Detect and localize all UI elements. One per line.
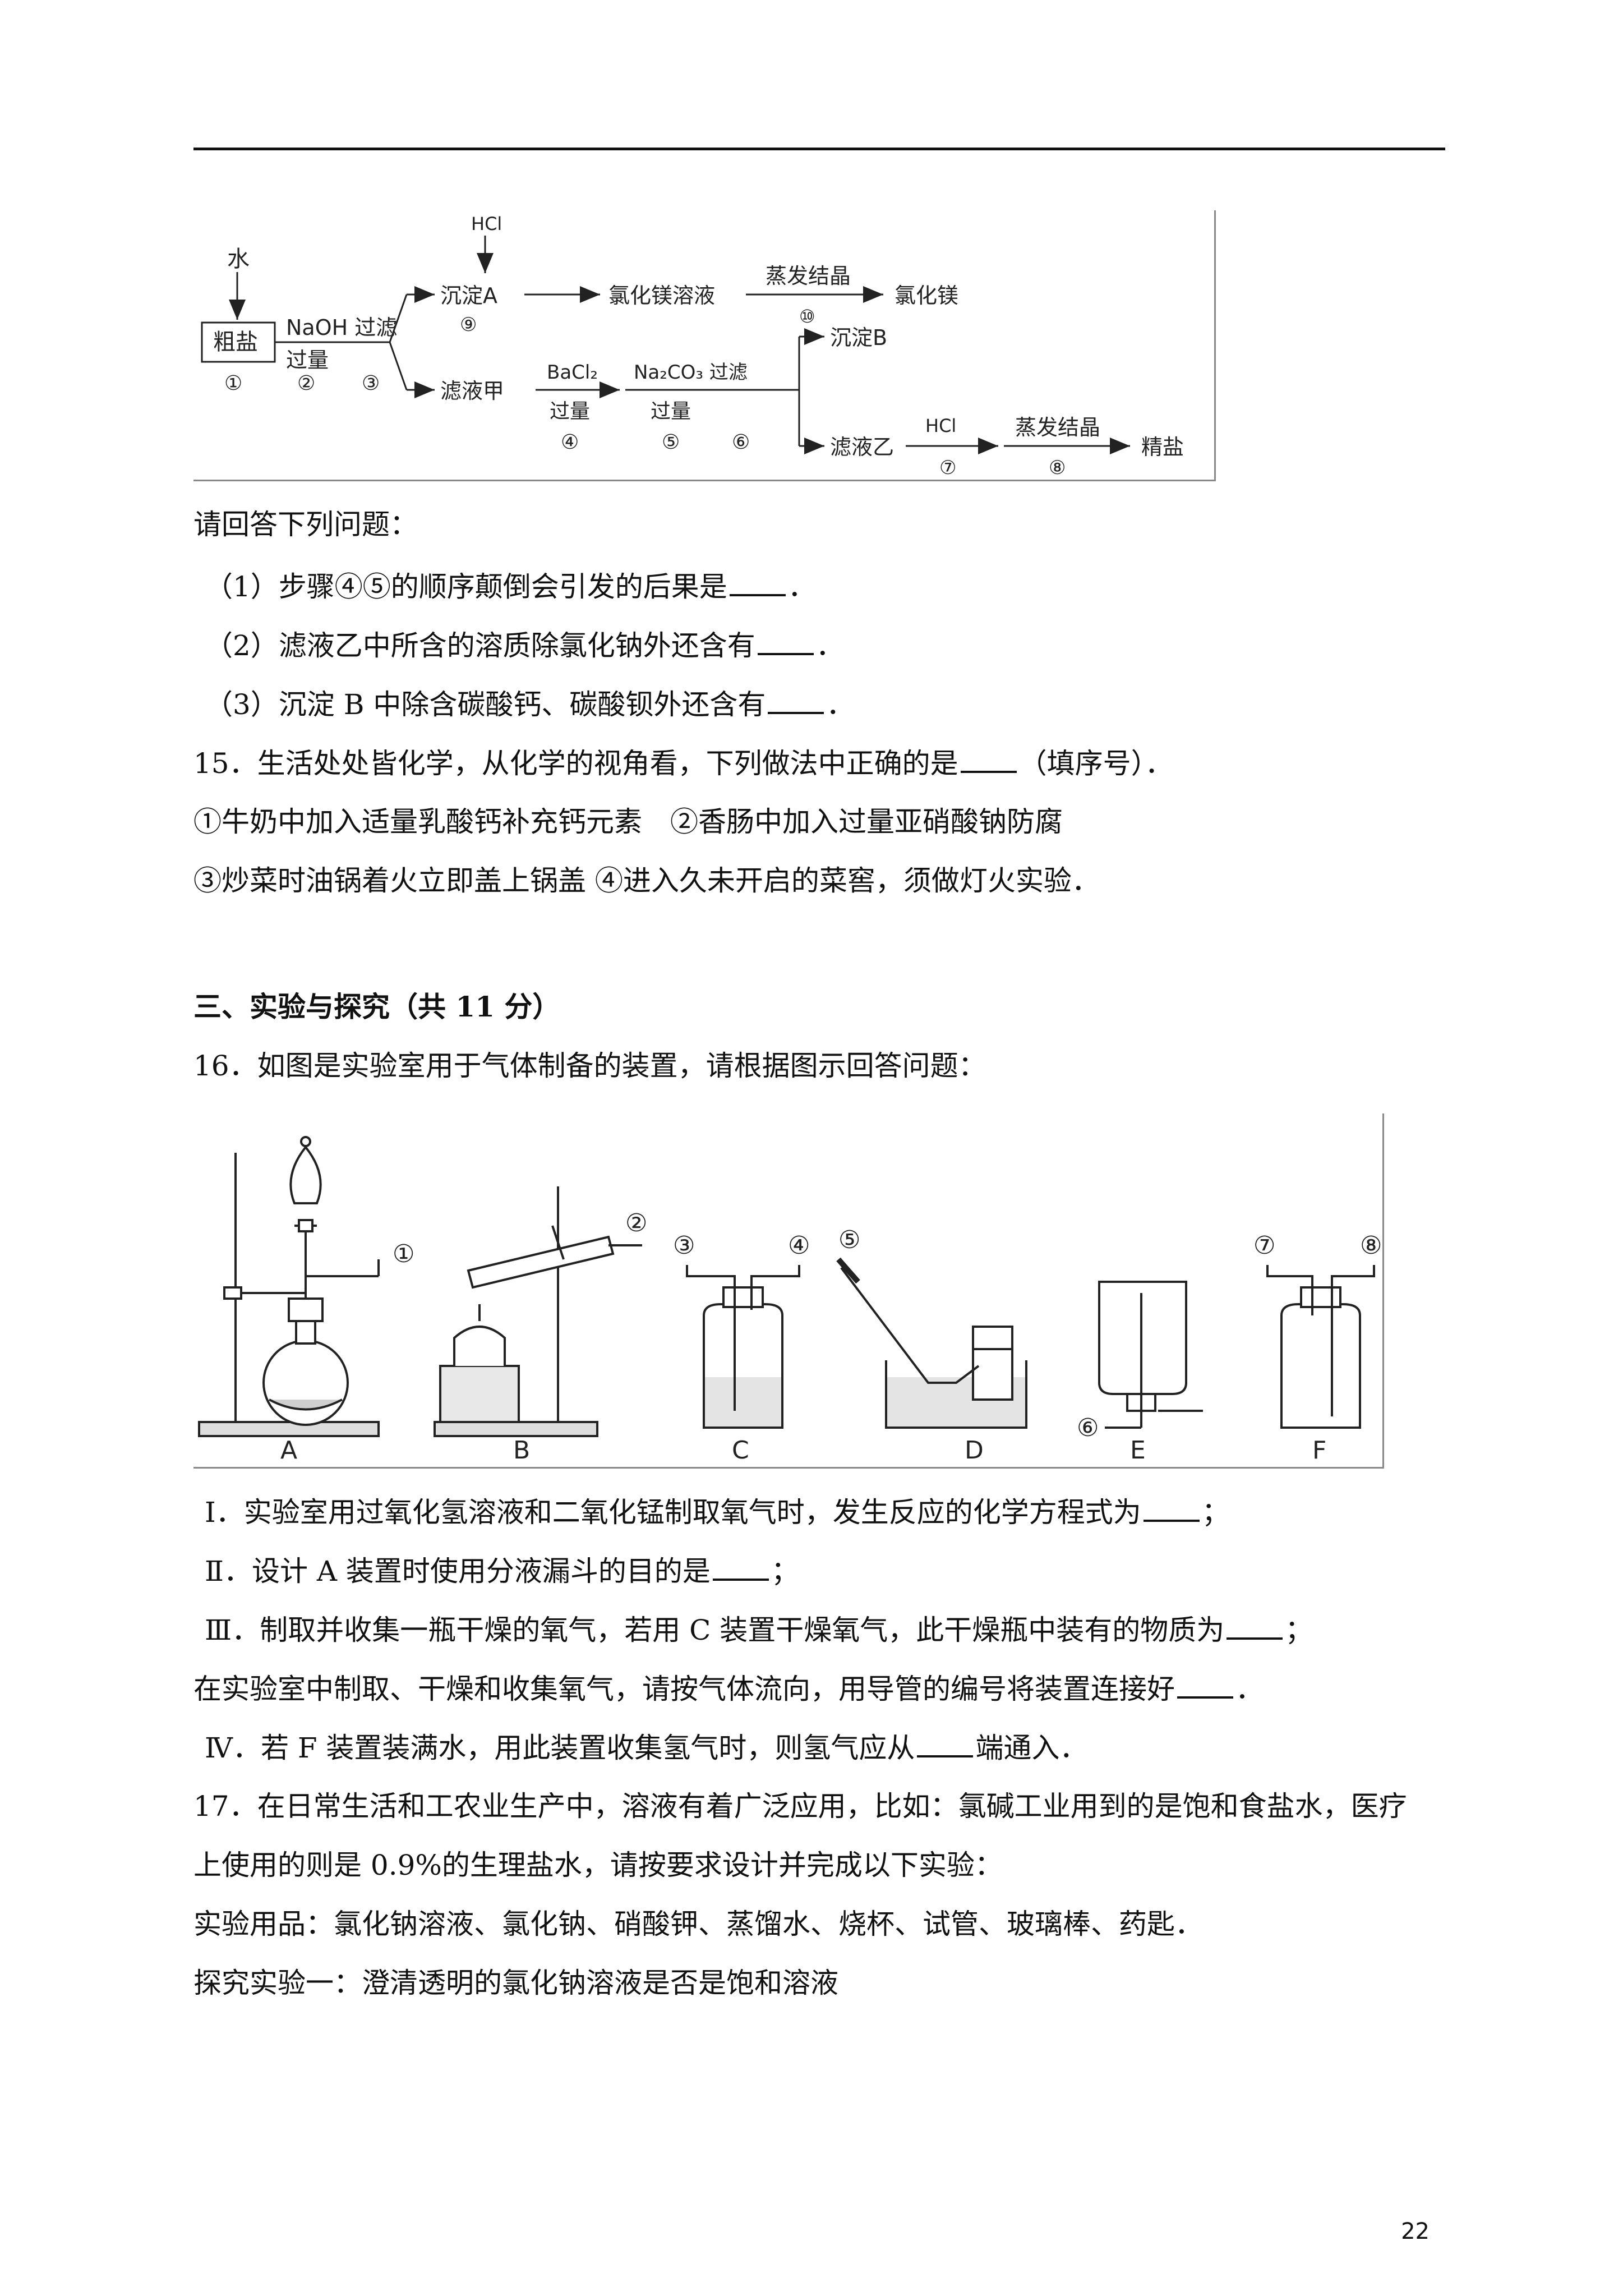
tube-label-3: ③ [673,1231,695,1260]
header-rule [193,148,1445,150]
precip-a-label: 沉淀A [440,283,497,308]
step-9: ⑨ [460,314,477,336]
question-16-iv: Ⅳ．若 F 装置装满水，用此装置收集氢气时，则氢气应从端通入． [205,1731,1088,1764]
apparatus-label-c: C [732,1436,749,1465]
question-16-iii: Ⅲ．制取并收集一瓶干燥的氧气，若用 C 装置干燥氧气，此干燥瓶中装有的物质为； [205,1613,1313,1646]
step-6: ⑥ [732,431,750,454]
answer-blank[interactable] [712,1554,769,1581]
apparatus-label-b: B [513,1436,530,1465]
question-16-i: Ⅰ．实验室用过氧化氢溶液和二氧化锰制取氧气时，发生反应的化学方程式为； [205,1495,1230,1529]
tube-label-5: ⑤ [838,1226,860,1254]
apparatus-label-a: A [280,1436,297,1465]
excess-label-2: 过量 [550,400,590,423]
tube-label-7: ⑦ [1253,1231,1275,1260]
answer-blank[interactable] [729,569,786,596]
apparatus-d [836,1257,1027,1429]
step-10: ⑩ [799,306,815,327]
experiment-materials: 实验用品：氯化钠溶液、氯化钠、硝酸钾、蒸馏水、烧杯、试管、玻璃棒、药匙． [193,1908,1203,1940]
hcl-label-bottom: HCl [925,415,956,436]
prompt-line: 请回答下列问题： [193,508,418,541]
water-label: 水 [227,246,250,272]
question-16-iii-b: 在实验室中制取、干燥和收集氧气，请按气体流向，用导管的编号将装置连接好． [193,1672,1264,1705]
tube-label-1: ① [393,1240,414,1268]
answer-blank[interactable] [757,628,814,655]
excess-label-1: 过量 [286,348,329,372]
question-15-options-1: ①牛奶中加入适量乳酸钙补充钙元素 ②香肠中加入过量亚硝酸钠防腐 [193,806,1063,838]
apparatus-label-e: E [1130,1436,1146,1465]
hcl-label-top: HCl [471,213,502,234]
step-5: ⑤ [662,431,680,454]
step-1: ① [224,372,242,395]
question-1: （1）步骤④⑤的顺序颠倒会引发的后果是． [205,569,816,603]
question-17-line-2: 上使用的则是 0.9%的生理盐水，请按要求设计并完成以下实验： [193,1849,1003,1881]
answer-blank[interactable] [1143,1495,1200,1522]
step-8: ⑧ [1049,457,1066,479]
explore-experiment-1: 探究实验一：澄清透明的氯化钠溶液是否是饱和溶液 [193,1967,838,1999]
mgcl2-label: 氯化镁 [895,283,958,308]
question-3: （3）沉淀 B 中除含碳酸钙、碳酸钡外还含有． [205,687,855,721]
apparatus-a [198,1136,380,1437]
apparatus-f [1266,1265,1375,1429]
apparatus-c [686,1265,800,1429]
na2co3-filter-label: Na₂CO₃ 过滤 [634,361,748,384]
gas-apparatus-figure: A ① B ② C ③ ④ D ⑤ [193,1114,1384,1469]
answer-blank[interactable] [1227,1613,1283,1640]
question-16-ii: Ⅱ．设计 A 装置时使用分液漏斗的目的是； [205,1554,799,1588]
question-15-options-2: ③炒菜时油锅着火立即盖上锅盖 ④进入久未开启的菜窖，须做灯火实验． [193,864,1100,897]
mgcl2-solution-label: 氯化镁溶液 [608,283,715,308]
crude-salt-label: 粗盐 [213,329,258,355]
tube-label-6: ⑥ [1077,1414,1099,1442]
refined-salt-label: 精盐 [1141,435,1184,459]
step-3: ③ [362,372,380,395]
question-2: （2）滤液乙中所含的溶质除氯化钠外还含有． [205,628,844,662]
question-16: 16．如图是实验室用于气体制备的装置，请根据图示回答问题： [193,1050,986,1082]
naoh-filter-label: NaOH 过滤 [286,315,397,340]
filtrate-yi-label: 滤液乙 [830,435,894,459]
question-17-line-1: 17．在日常生活和工农业生产中，溶液有着广泛应用，比如：氯碱工业用到的是饱和食盐… [193,1790,1407,1823]
answer-blank[interactable] [960,746,1017,773]
step-2: ② [297,372,315,395]
question-15: 15．生活处处皆化学，从化学的视角看，下列做法中正确的是（填序号）． [193,746,1173,780]
tube-label-4: ④ [788,1231,810,1260]
apparatus-b [434,1186,642,1437]
apparatus-label-f: F [1312,1436,1326,1465]
section-3-heading: 三、实验与探究（共 11 分） [193,990,561,1023]
bacl2-label: BaCl₂ [547,361,598,384]
answer-blank[interactable] [917,1731,974,1757]
tube-label-2: ② [625,1209,647,1237]
excess-label-3: 过量 [651,400,691,423]
precip-b-label: 沉淀B [830,325,887,350]
step-4: ④ [561,431,579,454]
salt-purification-flowchart: 水 粗盐 ① NaOH 过滤 过量 ② ③ HCl 沉淀A ⑨ 氯化镁溶液 蒸发… [193,210,1216,481]
answer-blank[interactable] [1177,1672,1233,1699]
evaporate-label-top: 蒸发结晶 [766,264,851,288]
page-number: 22 [1401,2219,1430,2244]
tube-label-8: ⑧ [1360,1231,1382,1260]
filtrate-jia-label: 滤液甲 [440,379,504,403]
answer-blank[interactable] [768,687,824,714]
apparatus-label-d: D [965,1436,984,1465]
apparatus-e [1098,1281,1203,1429]
step-7: ⑦ [939,457,956,479]
evaporate-label-bottom: 蒸发结晶 [1015,415,1100,440]
